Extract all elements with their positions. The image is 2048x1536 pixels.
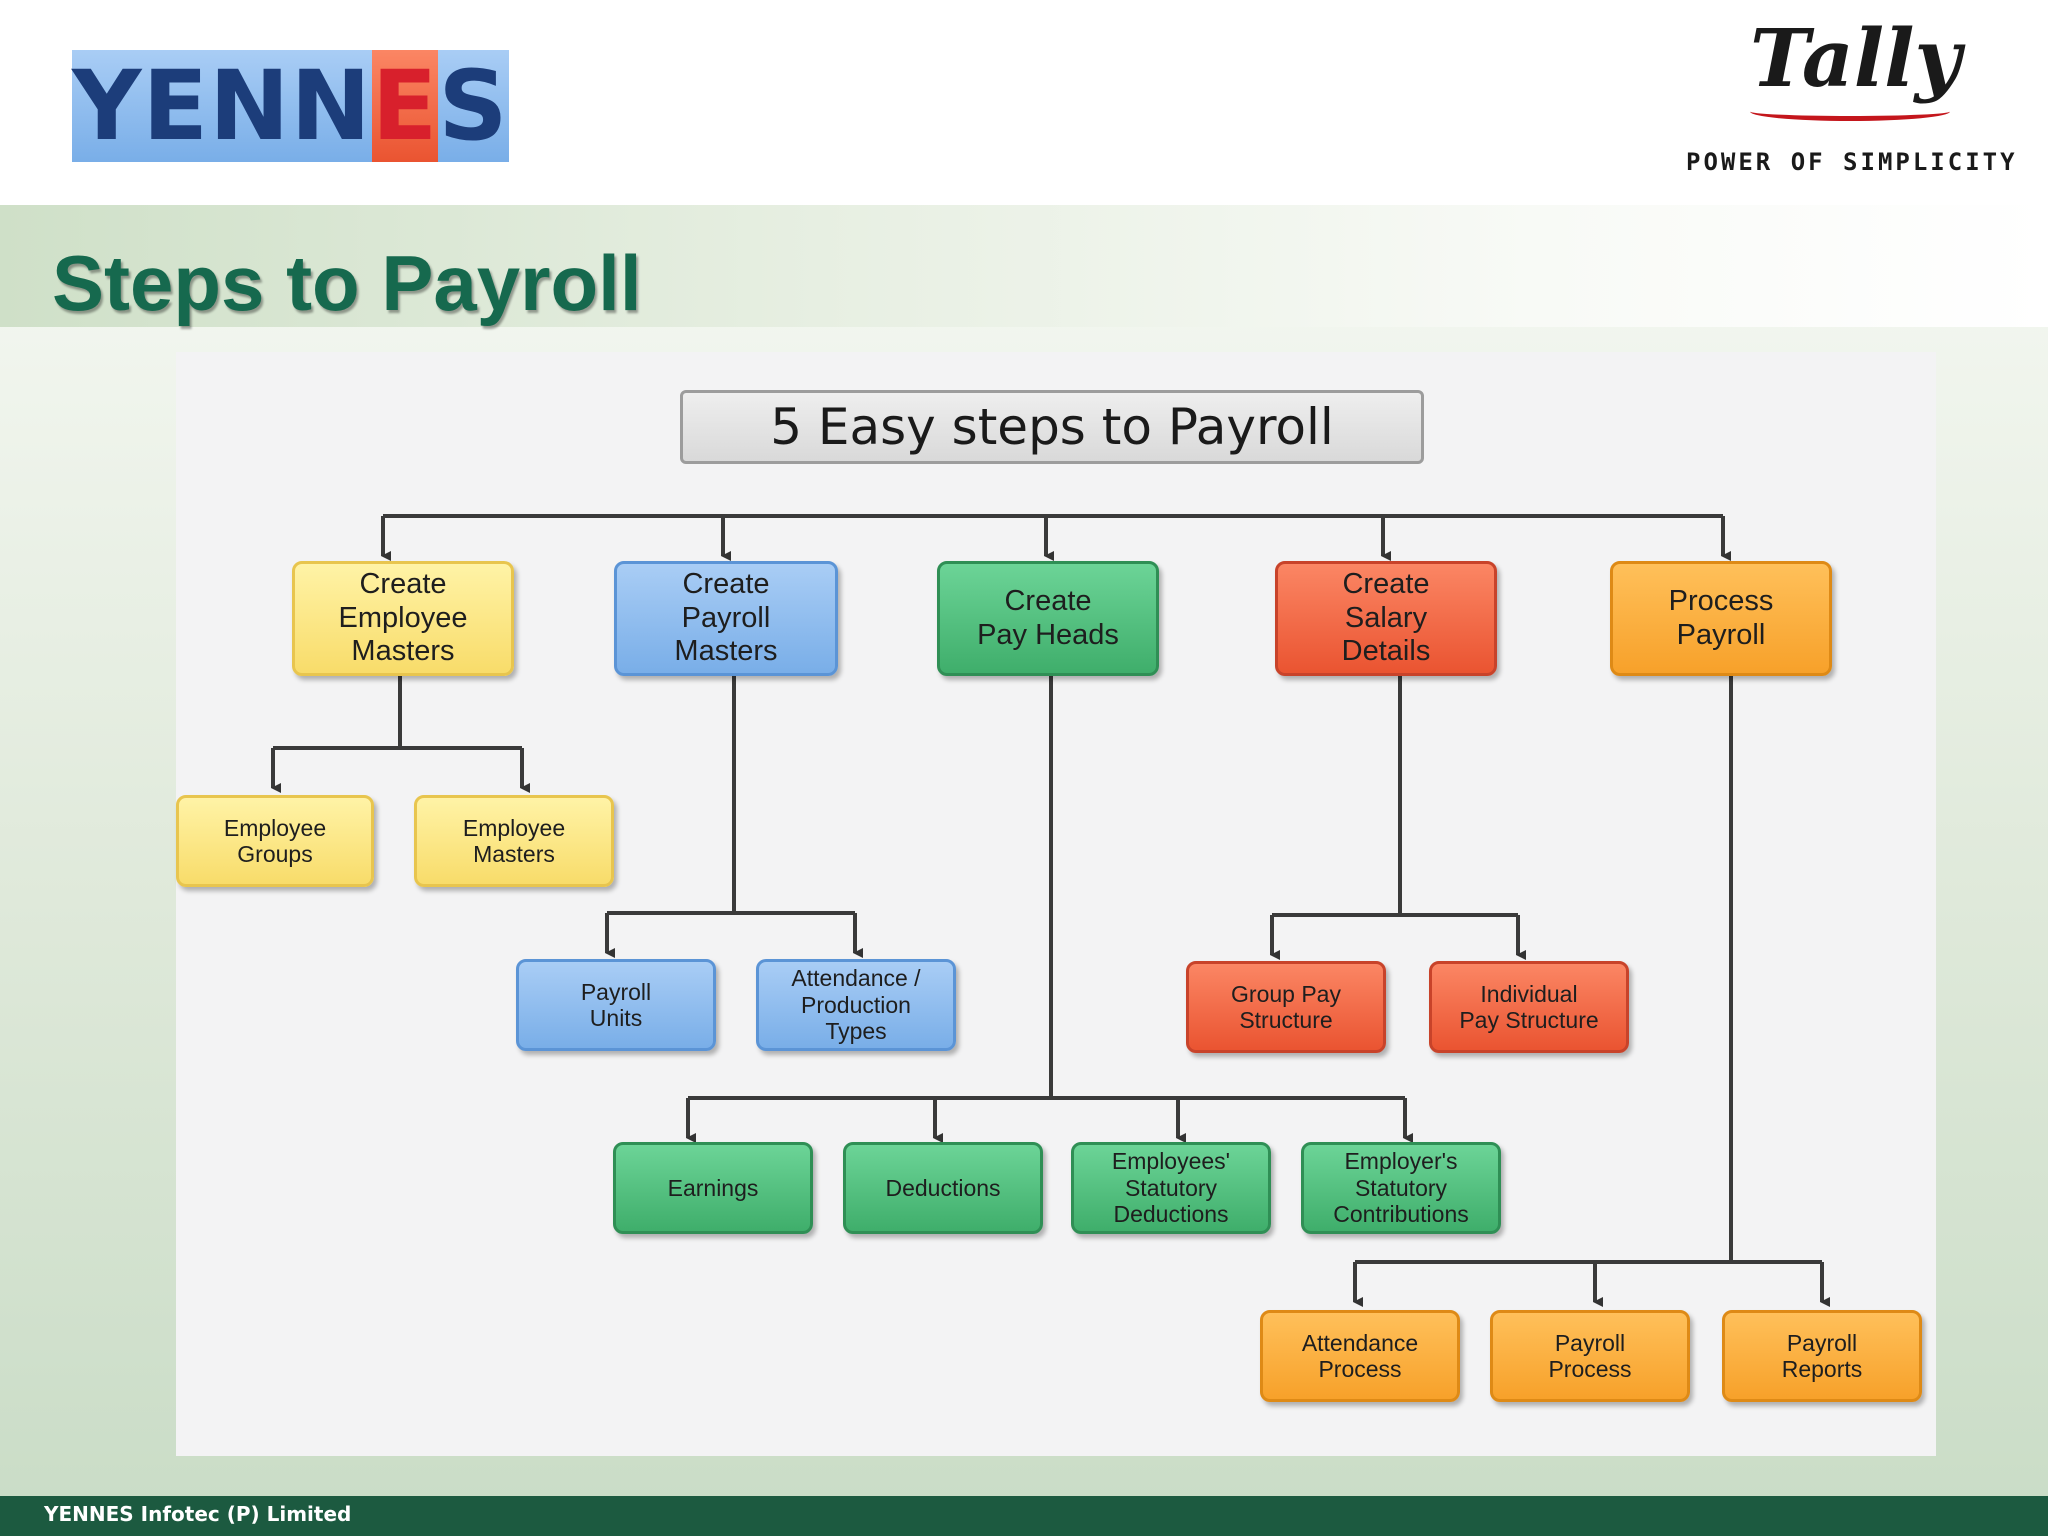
slide-title: Steps to Payroll bbox=[52, 239, 642, 327]
step-create-employee-masters: Create Employee Masters bbox=[292, 561, 514, 676]
substep-payroll-reports: Payroll Reports bbox=[1722, 1310, 1922, 1402]
tally-swoosh-icon bbox=[1750, 102, 1950, 121]
yennes-logo-text-1: YENN bbox=[72, 50, 372, 162]
substep-payroll-process: Payroll Process bbox=[1490, 1310, 1690, 1402]
step-process-payroll: Process Payroll bbox=[1610, 561, 1832, 676]
substep-earnings: Earnings bbox=[613, 1142, 813, 1234]
diagram-title: 5 Easy steps to Payroll bbox=[680, 390, 1424, 464]
substep-attendance-production-types: Attendance / Production Types bbox=[756, 959, 956, 1051]
step-create-pay-heads: Create Pay Heads bbox=[937, 561, 1159, 676]
tally-brand: Tally bbox=[1750, 11, 1961, 105]
substep-attendance-process: Attendance Process bbox=[1260, 1310, 1460, 1402]
step-create-salary-details: Create Salary Details bbox=[1275, 561, 1497, 676]
tally-logo: Tally POWER OF SIMPLICITY bbox=[1680, 18, 2020, 178]
step-create-payroll-masters: Create Payroll Masters bbox=[614, 561, 838, 676]
connector-step-4-branch bbox=[1272, 676, 1518, 917]
substep-employees-statutory-deductions: Employees' Statutory Deductions bbox=[1071, 1142, 1271, 1234]
substep-employers-statutory-contributions: Employer's Statutory Contributions bbox=[1301, 1142, 1501, 1234]
diagram-panel bbox=[176, 352, 1936, 1456]
substep-employee-masters: Employee Masters bbox=[414, 795, 614, 887]
footer-bar: YENNES Infotec (P) Limited bbox=[0, 1496, 2048, 1536]
header: YENNES Tally POWER OF SIMPLICITY bbox=[0, 0, 2048, 205]
substep-payroll-units: Payroll Units bbox=[516, 959, 716, 1051]
title-band bbox=[0, 205, 2048, 327]
substep-deductions: Deductions bbox=[843, 1142, 1043, 1234]
yennes-logo-text-2: E bbox=[371, 50, 439, 162]
connector-step-1-branch bbox=[273, 676, 522, 750]
substep-employee-groups: Employee Groups bbox=[176, 795, 374, 887]
connector-step-2-branch bbox=[607, 676, 855, 915]
substep-individual-pay-structure: Individual Pay Structure bbox=[1429, 961, 1629, 1053]
yennes-logo-text-3: S bbox=[438, 50, 509, 162]
yennes-logo: YENNES bbox=[72, 50, 509, 162]
footer-company-name: YENNES Infotec (P) Limited bbox=[44, 1502, 352, 1526]
connector-step-3-branch bbox=[688, 676, 1405, 1100]
connector-step-5-branch bbox=[1355, 676, 1822, 1264]
tally-tagline: POWER OF SIMPLICITY bbox=[1686, 148, 2018, 176]
substep-group-pay-structure: Group Pay Structure bbox=[1186, 961, 1386, 1053]
